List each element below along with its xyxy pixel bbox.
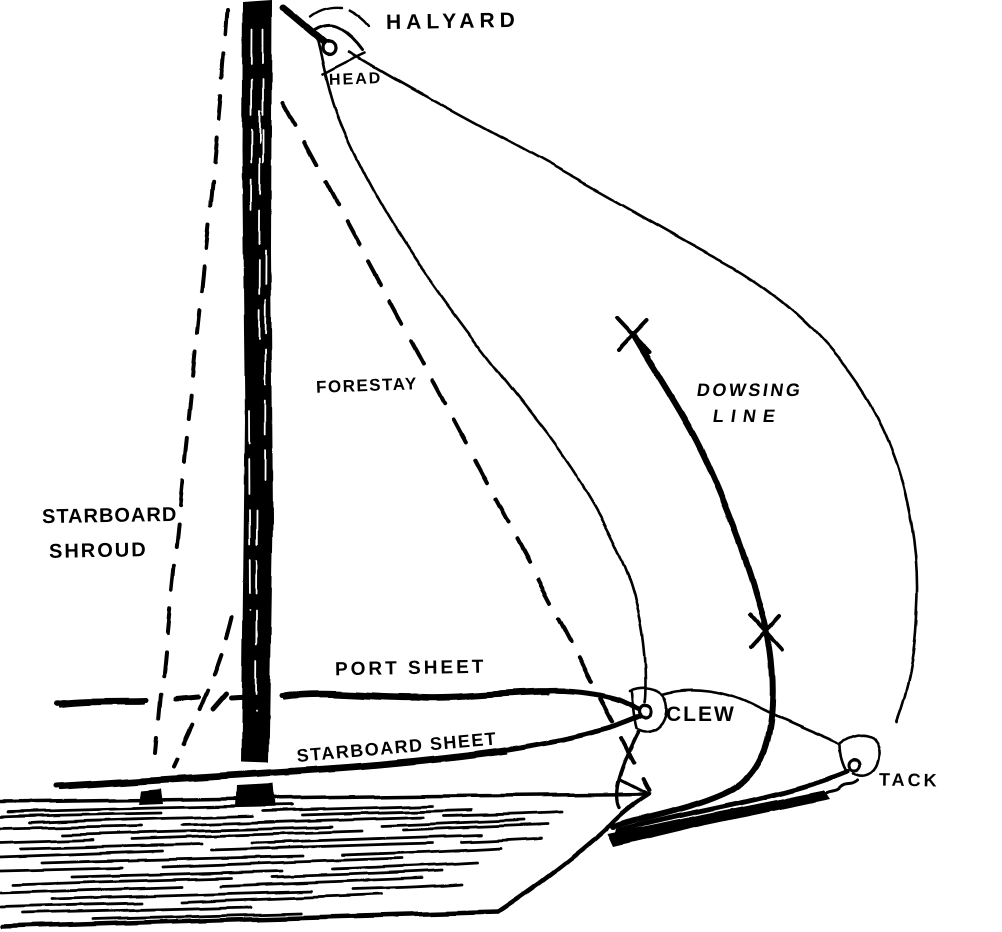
dowsing-x-mark-upper [615,316,651,354]
port-sheet-label: PORT SHEET [334,656,487,681]
tack-label: TACK [878,769,940,791]
mast-step [236,784,275,807]
starboard-shroud-line [154,8,230,755]
shroud-lower-segment [172,616,234,769]
halyard-line [279,4,372,48]
head-patch-top [310,24,365,52]
head-grommet [320,39,338,57]
clew-label: CLEW [666,703,736,726]
clew-grommet [638,703,654,719]
dowsing-line-label-line2: LINE [711,406,784,426]
sail-foot-seam [660,688,839,745]
sail-luff-edge [315,36,648,704]
clew-patch [628,686,669,733]
tack-lead-rope [615,768,851,834]
port-sheet-rope [53,688,649,715]
mast-body [241,0,273,763]
dowsing-line-label-line1: DOWSING [695,380,804,400]
bow-bar-squiggle [822,778,861,796]
bow-bar [608,790,830,847]
mast-scribble-highlights [248,29,267,711]
dowsing-x-mark-lower [748,612,785,652]
jib-sail [310,24,919,809]
starboard-sheet-overdraw [58,751,508,791]
starboard-shroud-label-line2: SHROUD [48,539,148,563]
forestay-line [281,101,650,792]
head-label: HEAD [328,70,383,89]
foredeck [0,778,651,930]
deck-bow-barb [619,778,650,796]
forestay-label: FORESTAY [315,374,419,397]
halyard-motion-arc [309,6,372,28]
port-sheet-line [53,688,649,715]
dowsing-rope-overdraw [635,338,767,624]
shroud-chainplate [140,789,164,805]
deck-hatching [0,803,564,921]
sail-leech-edge [347,50,919,725]
deck-right-edge [495,791,651,915]
tack-grommet [848,758,862,772]
deck-top-edge [0,792,650,804]
deck-bottom-edge [0,909,501,930]
halyard-label: HALYARD [385,8,521,35]
dowsing-line [610,316,851,834]
mast [236,0,275,807]
port-sheet-overdraw [58,692,550,708]
sail-lower-edge [614,729,641,809]
bow-pulpit-bar [608,778,861,847]
head-patch-seam [321,51,367,76]
starboard-sheet-rope [53,712,645,789]
halyard-rope-overdraw [284,11,326,45]
starboard-shroud-label-line1: STARBOARD [41,503,178,529]
starboard-sheet-line [53,712,645,791]
